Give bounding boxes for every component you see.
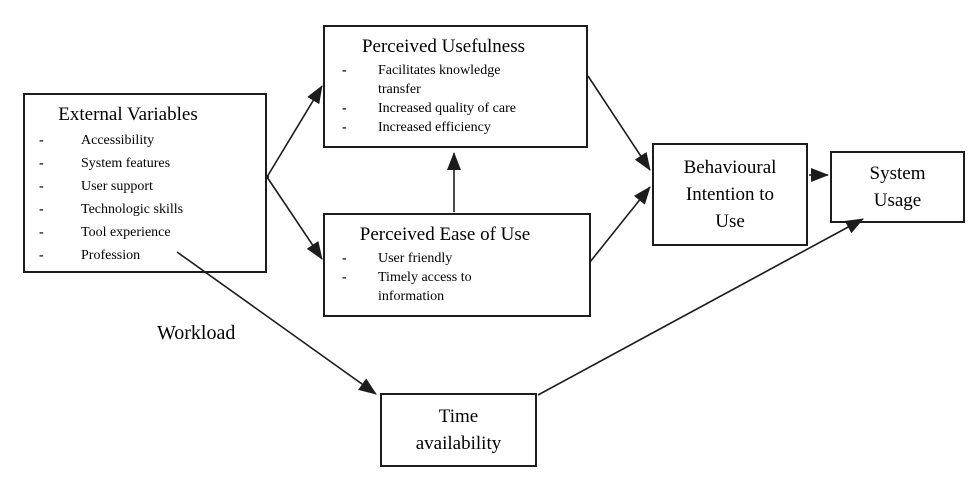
- box-system-usage: System Usage: [830, 151, 965, 223]
- arrow-external-to-ease: [266, 176, 323, 260]
- bullet-dash: -: [342, 63, 347, 78]
- list-item: - Facilitates knowledge transfer: [325, 61, 586, 99]
- perceived-ease-of-use-title: Perceived Ease of Use: [359, 224, 531, 245]
- list-item-label: Profession: [81, 248, 141, 263]
- list-item: - Technologic skills: [25, 198, 265, 221]
- perceived-usefulness-title: Perceived Usefulness: [361, 36, 526, 57]
- list-item-label: Increased efficiency: [378, 120, 491, 135]
- list-item-label: System features: [81, 156, 171, 171]
- perceived-ease-of-use-list: - User friendly - Timely access to infor…: [325, 249, 589, 306]
- bullet-dash: -: [39, 156, 44, 171]
- list-item: - Tool experience: [25, 221, 265, 244]
- list-item-label: Timely access to information: [378, 270, 472, 304]
- box-time-availability: Time availability: [380, 393, 537, 467]
- list-item-label: Increased quality of care: [378, 101, 516, 116]
- box-perceived-ease-of-use: Perceived Ease of Use - User friendly - …: [323, 213, 591, 317]
- bullet-dash: -: [39, 225, 44, 240]
- bullet-dash: -: [39, 179, 44, 194]
- bullet-dash: -: [342, 120, 347, 135]
- list-item: - Increased efficiency: [325, 118, 586, 137]
- box-external-variables: External Variables - Accessibility - Sys…: [23, 93, 267, 273]
- bullet-dash: -: [39, 202, 44, 217]
- arrow-external-to-usefulness: [266, 85, 323, 178]
- list-item-label: User support: [81, 179, 153, 194]
- arrow-ease-to-intention: [589, 186, 651, 263]
- list-item-label: Tool experience: [81, 225, 171, 240]
- behavioural-intention-title: Behavioural Intention to Use: [683, 157, 777, 232]
- list-item-label: Accessibility: [81, 133, 155, 148]
- bullet-dash: -: [39, 248, 44, 263]
- perceived-usefulness-list: - Facilitates knowledge transfer - Incre…: [325, 61, 586, 137]
- system-usage-title: System Usage: [869, 163, 926, 211]
- time-availability-title: Time availability: [415, 406, 502, 454]
- list-item-label: Facilitates knowledge transfer: [378, 63, 501, 97]
- list-item: - User support: [25, 175, 265, 198]
- list-item: - Accessibility: [25, 129, 265, 152]
- list-item: - Timely access to information: [325, 268, 589, 306]
- bullet-dash: -: [342, 101, 347, 116]
- external-variables-title: External Variables: [58, 104, 198, 125]
- list-item: - Profession: [25, 244, 265, 267]
- bullet-dash: -: [342, 251, 347, 266]
- box-perceived-usefulness: Perceived Usefulness - Facilitates knowl…: [323, 25, 588, 148]
- list-item: - System features: [25, 152, 265, 175]
- box-behavioural-intention: Behavioural Intention to Use: [652, 143, 808, 246]
- bullet-dash: -: [39, 133, 44, 148]
- arrow-usefulness-to-intention: [587, 75, 651, 171]
- list-item: - User friendly: [325, 249, 589, 268]
- list-item-label: User friendly: [378, 251, 453, 266]
- list-item-label: Technologic skills: [81, 202, 184, 217]
- workload-label: Workload: [157, 322, 236, 344]
- list-item: - Increased quality of care: [325, 99, 586, 118]
- external-variables-list: - Accessibility - System features - User…: [25, 129, 265, 267]
- bullet-dash: -: [342, 270, 347, 285]
